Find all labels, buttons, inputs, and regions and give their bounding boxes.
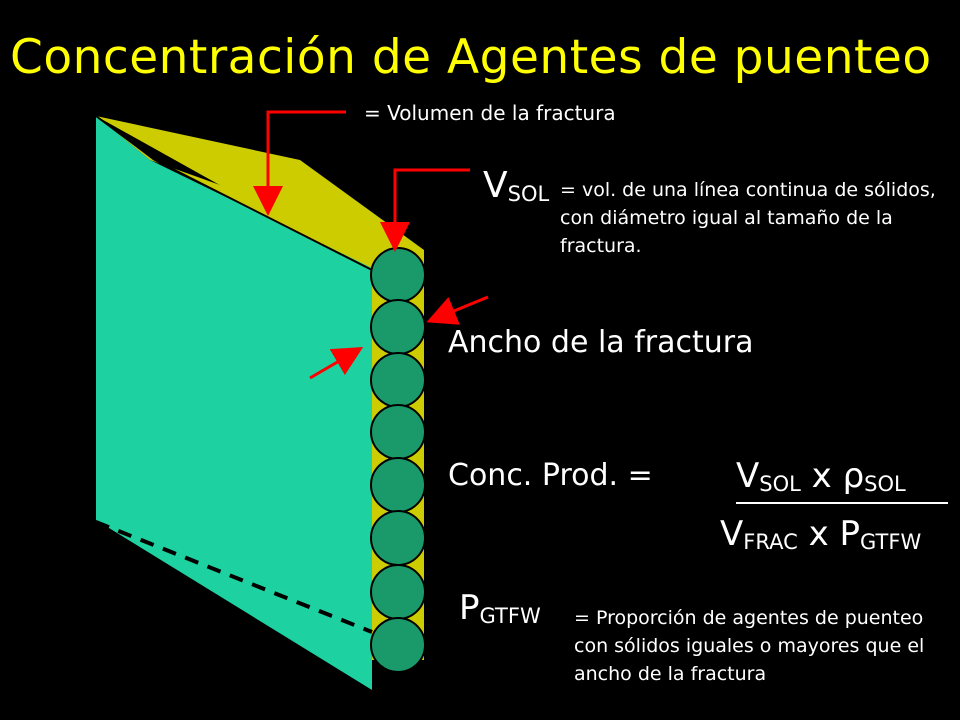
hidden-edge-dashed [95, 520, 373, 634]
den-p-sub: GTFW [860, 530, 922, 554]
bridging-spheres [370, 247, 426, 673]
sphere [370, 510, 426, 566]
sphere [370, 457, 426, 513]
sphere [370, 247, 426, 303]
fracture-width-label: Ancho de la fractura [448, 325, 754, 360]
num-times: x [811, 456, 832, 496]
den-v-sub: FRAC [743, 530, 798, 554]
arrow-width-right [426, 295, 489, 325]
sphere [370, 617, 426, 673]
formula-denominator: VFRAC x PGTFW [720, 514, 921, 554]
pgtfw-symbol: PGTFW [459, 588, 541, 628]
conc-prod-label: Conc. Prod. = [448, 458, 653, 493]
arrow-vsol [380, 168, 470, 252]
den-p: P [839, 514, 861, 554]
vsol-symbol: VSOL [483, 165, 549, 206]
vsol-definition: = vol. de una línea continua de sólidos,… [560, 179, 936, 257]
fracture-yellow-back [96, 116, 424, 660]
sphere [370, 299, 426, 355]
num-v: V [736, 456, 760, 496]
arrow-width-left [309, 346, 364, 380]
fracture-front-face [96, 116, 372, 690]
sphere [370, 404, 426, 460]
sphere [370, 352, 426, 408]
den-v: V [720, 514, 744, 554]
num-v-sub: SOL [759, 472, 801, 496]
sphere [370, 564, 426, 620]
vsol-main: V [483, 165, 508, 206]
num-rho-sub: SOL [864, 472, 906, 496]
formula-numerator: VSOL x ρSOL [736, 456, 906, 496]
den-times: x [808, 514, 829, 554]
fracture-top-edge [95, 115, 156, 161]
num-rho: ρ [842, 456, 865, 496]
page-title: Concentración de Agentes de puenteo [10, 30, 932, 85]
arrow-volume [253, 110, 346, 216]
pgtfw-main: P [459, 588, 480, 628]
fracture-volume-label: = Volumen de la fractura [364, 101, 616, 125]
pgtfw-definition: = Proporción de agentes de puenteo con s… [574, 607, 925, 685]
pgtfw-sub: GTFW [479, 604, 541, 628]
vsol-sub: SOL [507, 182, 550, 206]
